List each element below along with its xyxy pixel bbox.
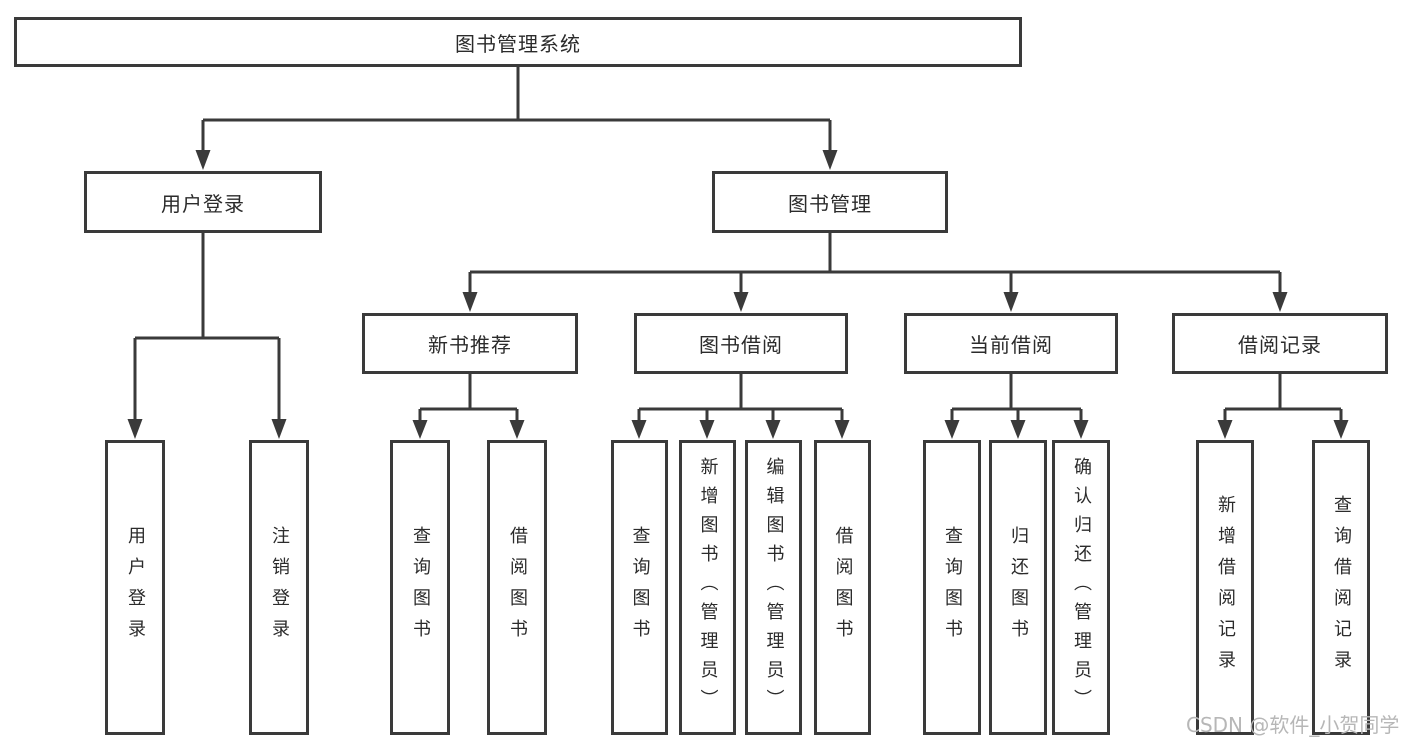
node-current-borrow: 当前借阅 — [904, 313, 1118, 374]
leaf-query-borrow-record: 查询借阅记录 — [1312, 440, 1370, 735]
leaf-query-books-current: 查询图书 — [923, 440, 981, 735]
leaf-borrow-books-label: 借阅图书 — [832, 525, 854, 650]
node-book-borrow-label: 图书借阅 — [699, 333, 783, 357]
node-root: 图书管理系统 — [14, 17, 1022, 67]
leaf-query-books-recommend: 查询图书 — [390, 440, 450, 735]
leaf-add-books-admin: 新增图书（管理员） — [679, 440, 736, 735]
leaf-borrow-books-recommend-label: 借阅图书 — [507, 525, 528, 650]
leaf-add-borrow-record: 新增借阅记录 — [1196, 440, 1254, 735]
node-new-book-recommend: 新书推荐 — [362, 313, 578, 374]
watermark: CSDN @软件_小贺同学 — [1186, 713, 1400, 737]
node-new-book-recommend-label: 新书推荐 — [428, 333, 512, 357]
leaf-query-books-recommend-label: 查询图书 — [410, 525, 431, 650]
node-current-borrow-label: 当前借阅 — [969, 333, 1053, 357]
node-book-management: 图书管理 — [712, 171, 948, 233]
node-book-management-label: 图书管理 — [788, 191, 872, 216]
arrowheads — [127, 150, 1349, 439]
leaf-user-login-label: 用户登录 — [125, 525, 146, 650]
leaf-edit-books-admin: 编辑图书（管理员） — [745, 440, 802, 735]
leaf-user-login: 用户登录 — [105, 440, 165, 735]
leaf-query-books-borrow: 查询图书 — [611, 440, 668, 735]
leaf-borrow-books-recommend: 借阅图书 — [487, 440, 547, 735]
leaf-return-books: 归还图书 — [989, 440, 1047, 735]
leaf-add-books-admin-label: 新增图书（管理员） — [697, 457, 719, 718]
leaf-query-books-current-label: 查询图书 — [942, 525, 963, 650]
node-borrow-records-label: 借阅记录 — [1238, 333, 1322, 357]
leaf-edit-books-admin-label: 编辑图书（管理员） — [763, 457, 785, 718]
node-user-login: 用户登录 — [84, 171, 322, 233]
leaf-confirm-return-admin: 确认归还（管理员） — [1052, 440, 1110, 735]
node-book-borrow: 图书借阅 — [634, 313, 848, 374]
leaf-borrow-books: 借阅图书 — [814, 440, 871, 735]
leaf-query-borrow-record-label: 查询借阅记录 — [1331, 494, 1352, 681]
node-borrow-records: 借阅记录 — [1172, 313, 1388, 374]
leaf-query-books-borrow-label: 查询图书 — [629, 525, 651, 650]
leaf-return-books-label: 归还图书 — [1008, 525, 1029, 650]
node-user-login-label: 用户登录 — [161, 191, 245, 216]
leaf-confirm-return-admin-label: 确认归还（管理员） — [1071, 457, 1092, 718]
node-root-label: 图书管理系统 — [455, 31, 581, 56]
leaf-logout: 注销登录 — [249, 440, 309, 735]
leaf-add-borrow-record-label: 新增借阅记录 — [1215, 494, 1236, 681]
leaf-logout-label: 注销登录 — [269, 525, 290, 650]
